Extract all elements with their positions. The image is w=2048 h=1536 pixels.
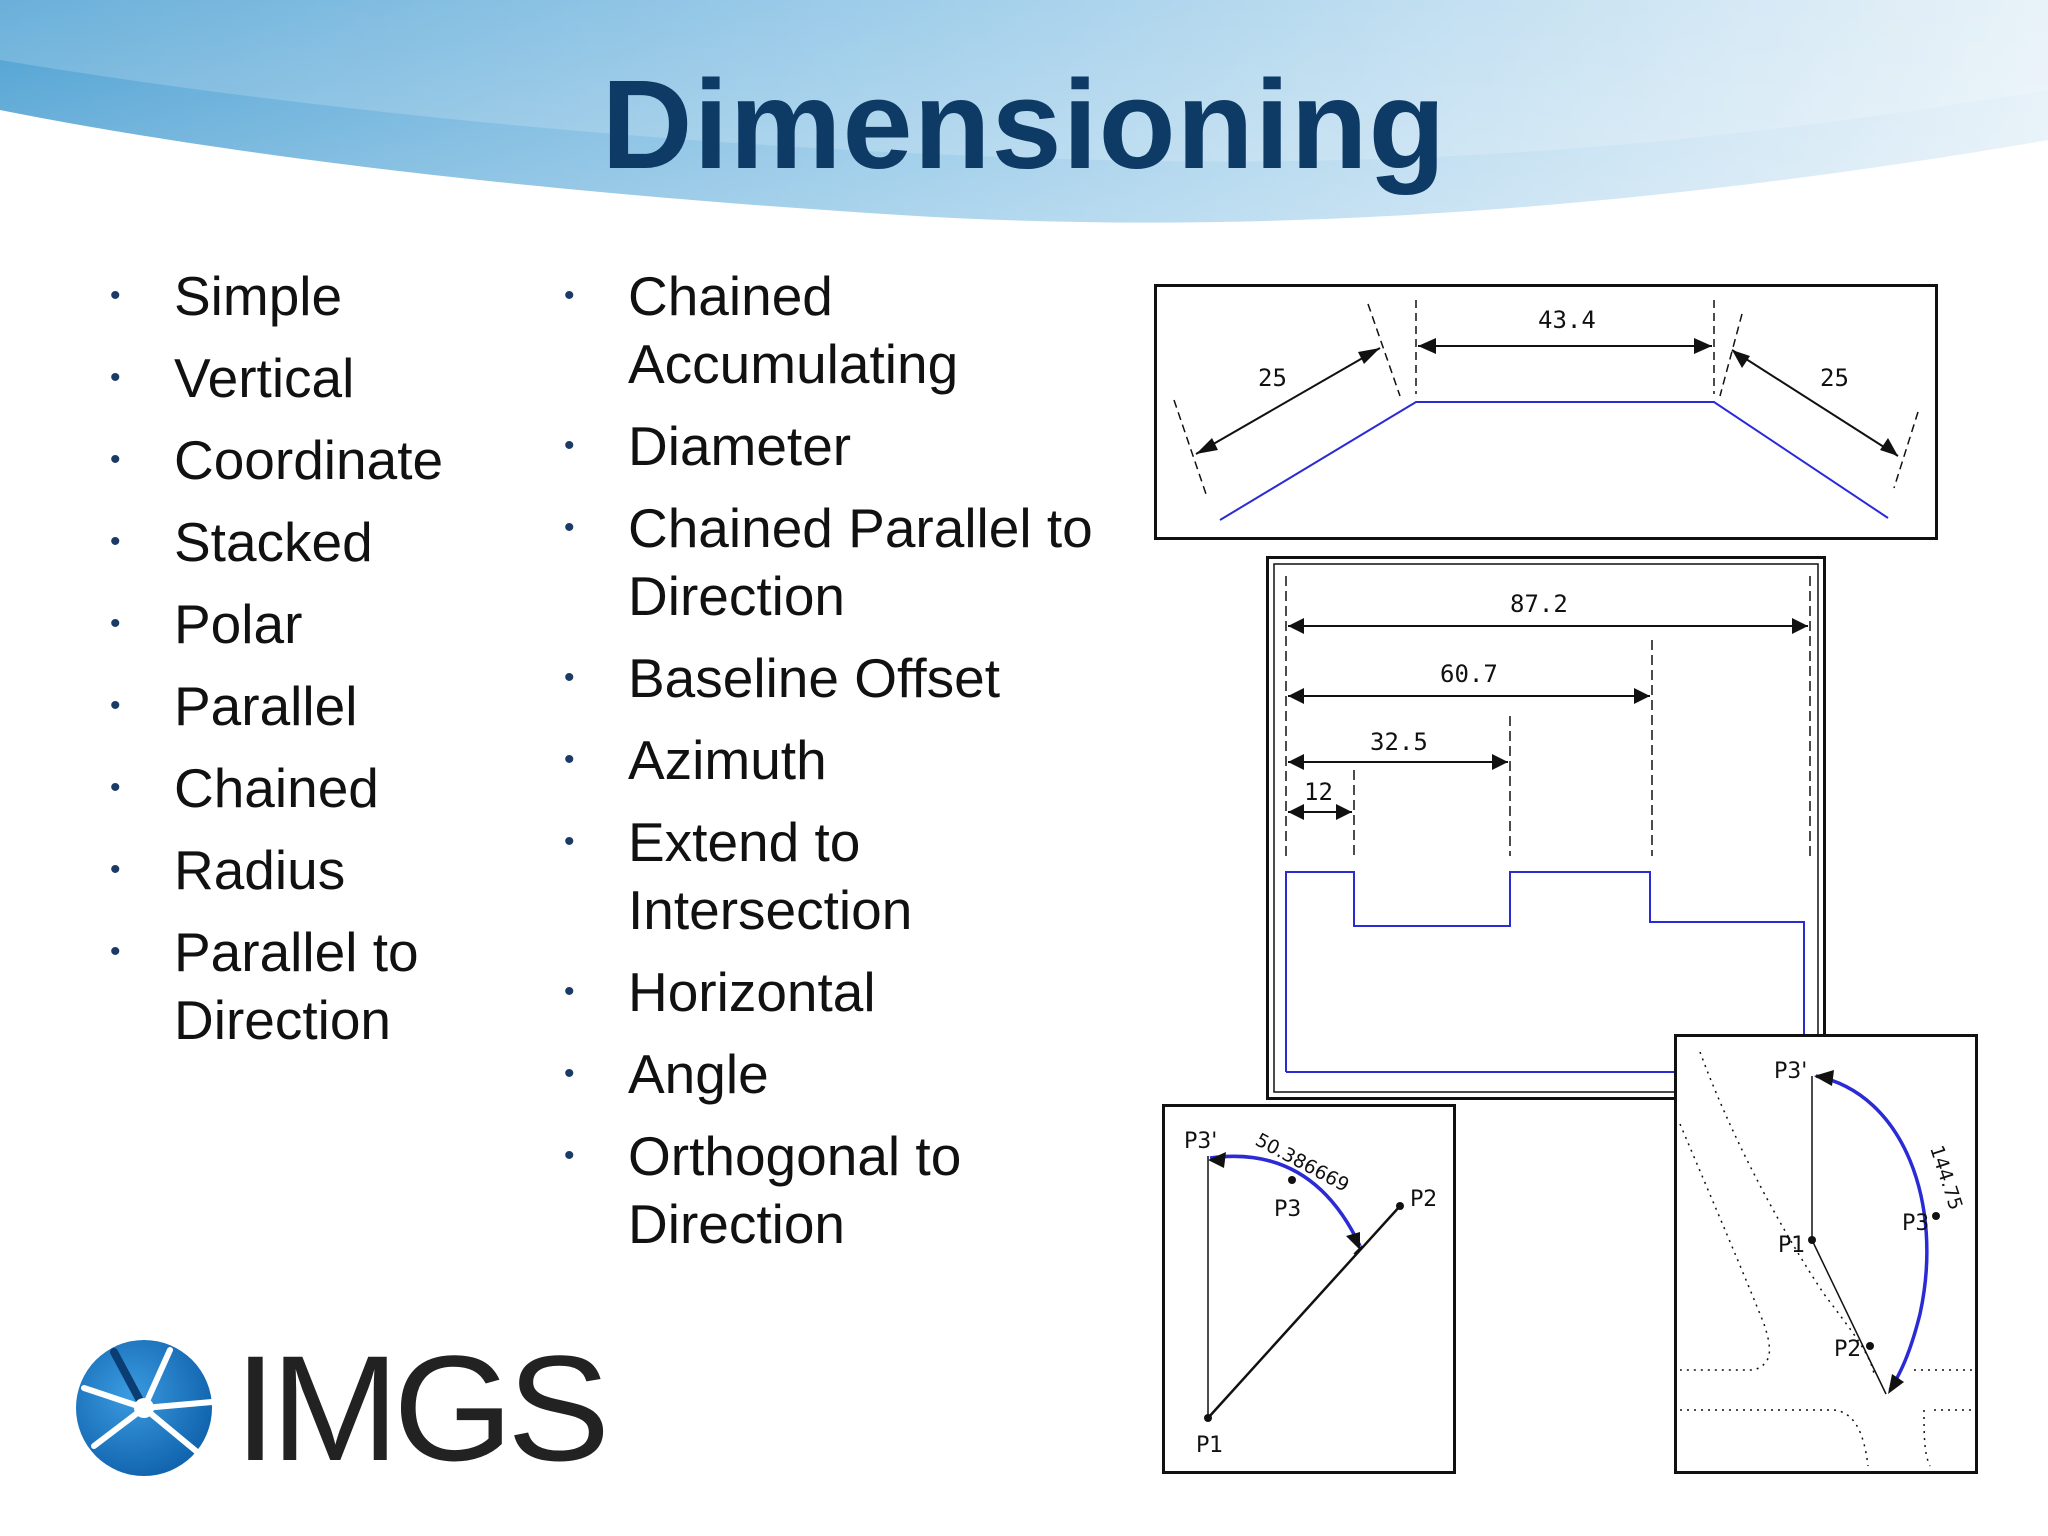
bullet-icon: • [564, 1139, 575, 1172]
list-item: • Orthogonal to Direction [562, 1122, 1122, 1258]
bullet-icon: • [110, 771, 121, 804]
list-item: • Angle [562, 1040, 1122, 1108]
list-item: • Horizontal [562, 958, 1122, 1026]
list-item-label: Diameter [628, 415, 852, 477]
dim-label-middle: 43.4 [1538, 306, 1596, 334]
list-item-label: Vertical [174, 347, 355, 409]
bullet-icon: • [110, 443, 121, 476]
bullet-icon: • [564, 825, 575, 858]
chained-dimension-panel: 25 43.4 25 [1154, 284, 1938, 540]
bullet-icon: • [564, 743, 575, 776]
list-item: • Diameter [562, 412, 1122, 480]
bullet-icon: • [564, 661, 575, 694]
dim-label-87: 87.2 [1510, 590, 1568, 618]
arc-p2-label: P2 [1834, 1337, 1861, 1362]
list-item-label: Parallel [174, 675, 358, 737]
list-item: • Extend to Intersection [562, 808, 1122, 944]
logo-text: IMGS [234, 1328, 604, 1488]
bullet-icon: • [110, 361, 121, 394]
bullet-icon: • [110, 689, 121, 722]
list-item: • Chained [108, 754, 528, 822]
list-item-label: Extend to Intersection [628, 811, 913, 941]
bullet-icon: • [110, 607, 121, 640]
list-item: • Coordinate [108, 426, 528, 494]
arc-p1-label: P1 [1778, 1233, 1805, 1258]
dim-label-right: 25 [1820, 364, 1849, 392]
list-item: • Simple [108, 262, 528, 330]
dim-label-12: 12 [1304, 778, 1333, 806]
arc-dimension-panel: P3' 144.75 P3 P1 P2 [1674, 1034, 1978, 1474]
dimension-list-right: • Chained Accumulating • Diameter • Chained P… [562, 262, 1122, 1272]
header-banner [0, 0, 2048, 260]
angle-p2-label: P2 [1410, 1187, 1437, 1212]
angle-p1-label: P1 [1196, 1433, 1223, 1458]
list-item: • Chained Accumulating [562, 262, 1122, 398]
list-item-label: Chained [174, 757, 379, 819]
dim-label-32: 32.5 [1370, 728, 1428, 756]
baseline-dimension-panel: 87.2 60.7 32.5 12 [1266, 556, 1826, 1100]
angle-p3prime-label: P3' [1184, 1129, 1217, 1154]
list-item-label: Chained Accumulating [628, 265, 959, 395]
bullet-icon: • [110, 525, 121, 558]
slide-title: Dimensioning [601, 54, 1447, 195]
angle-p3-label: P3 [1274, 1197, 1301, 1222]
list-item-label: Stacked [174, 511, 373, 573]
bullet-icon: • [110, 935, 121, 968]
list-item: • Parallel to Direction [108, 918, 528, 1054]
dimension-list-left: • Simple • Vertical • Coordinate • Stacked • Pola… [108, 262, 528, 1068]
list-item-label: Chained Parallel to Direction [628, 497, 1093, 627]
dim-label-60: 60.7 [1440, 660, 1498, 688]
list-item-label: Horizontal [628, 961, 876, 1023]
list-item-label: Baseline Offset [628, 647, 1000, 709]
list-item-label: Parallel to Direction [174, 921, 419, 1051]
list-item: • Radius [108, 836, 528, 904]
list-item: • Vertical [108, 344, 528, 412]
list-item-label: Radius [174, 839, 346, 901]
list-item-label: Coordinate [174, 429, 444, 491]
list-item: • Azimuth [562, 726, 1122, 794]
dim-label-left: 25 [1258, 364, 1287, 392]
list-item: • Polar [108, 590, 528, 658]
list-item: • Baseline Offset [562, 644, 1122, 712]
list-item: • Stacked [108, 508, 528, 576]
list-item-label: Orthogonal to Direction [628, 1125, 962, 1255]
imgs-logo: IMGS [74, 1324, 614, 1492]
bullet-icon: • [564, 975, 575, 1008]
list-item-label: Angle [628, 1043, 769, 1105]
bullet-icon: • [564, 279, 575, 312]
bullet-icon: • [564, 511, 575, 544]
bullet-icon: • [564, 1057, 575, 1090]
list-item-label: Azimuth [628, 729, 827, 791]
list-item-label: Polar [174, 593, 303, 655]
list-item: • Parallel [108, 672, 528, 740]
arc-p3prime-label: P3' [1774, 1059, 1807, 1084]
bullet-icon: • [564, 429, 575, 462]
bullet-icon: • [110, 853, 121, 886]
list-item-label: Simple [174, 265, 343, 327]
list-item: • Chained Parallel to Direction [562, 494, 1122, 630]
angle-dimension-panel: P3' 50.386669 P3 P2 P1 [1162, 1104, 1456, 1474]
arc-p3-label: P3 [1902, 1211, 1929, 1236]
bullet-icon: • [110, 279, 121, 312]
